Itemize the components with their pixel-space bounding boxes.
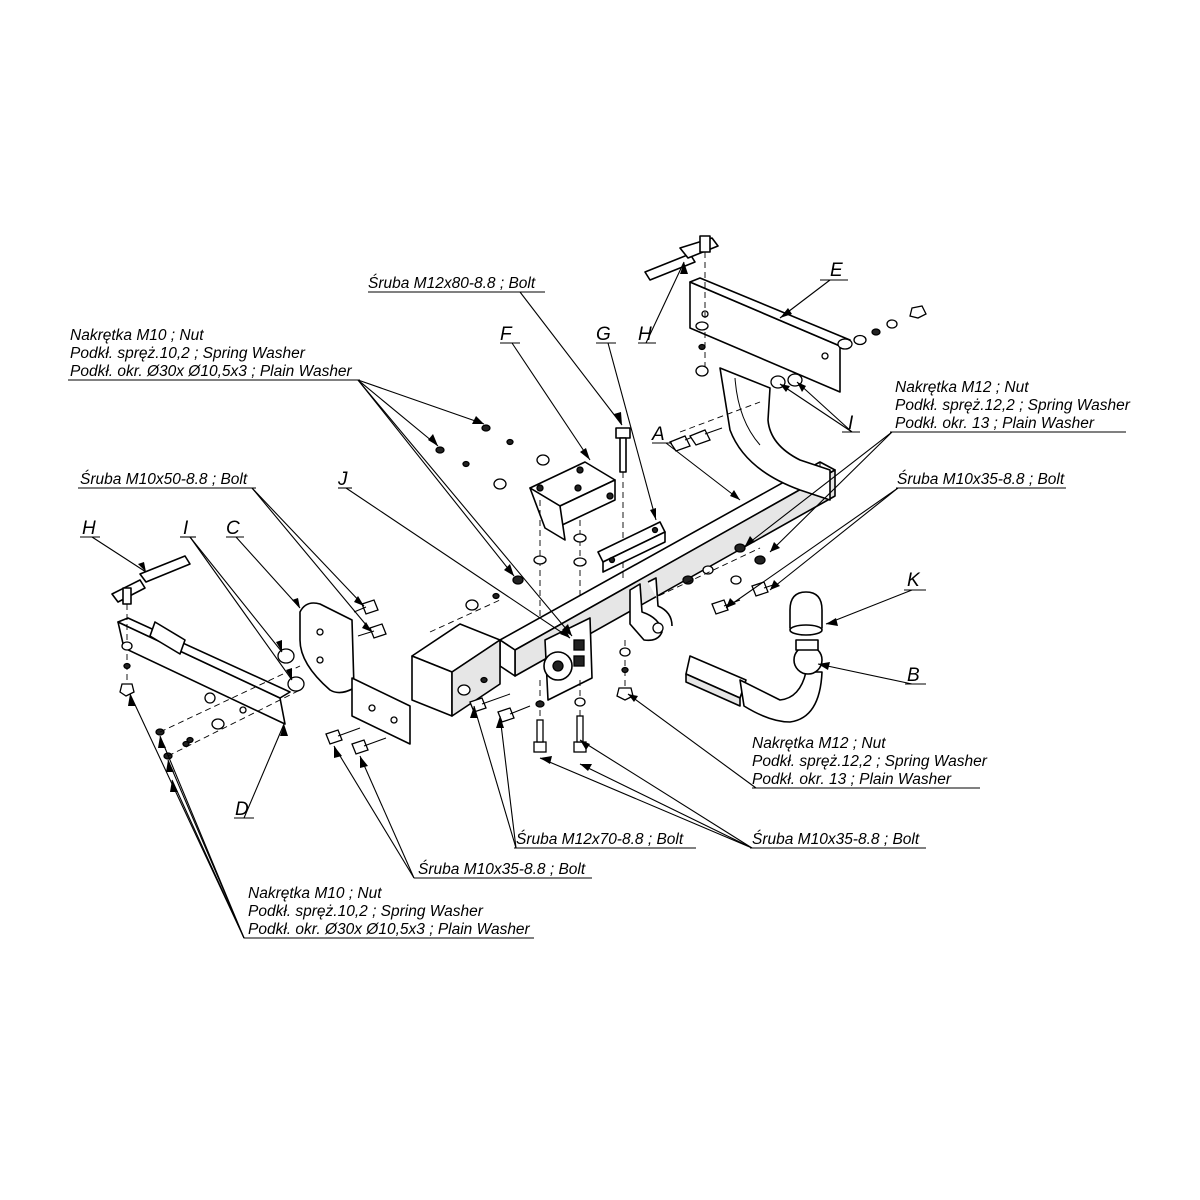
label-nut-m10-bottom-line3: Podkł. okr. Ø30x Ø10,5x3 ; Plain Washer <box>248 921 531 938</box>
part-j-mount <box>539 617 593 740</box>
label-nut-m12-right-line2: Podkł. spręż.12,2 ; Spring Washer <box>895 397 1131 414</box>
leader-lines <box>68 261 1126 939</box>
part-letter-i-right: I <box>848 413 854 434</box>
part-letter-f: F <box>500 324 513 345</box>
part-letter-g: G <box>596 324 611 345</box>
label-bolt-m10x50: Śruba M10x50-8.8 ; Bolt <box>80 470 248 488</box>
part-letter-b: B <box>907 665 920 686</box>
bolts-m10x35-lower-left <box>325 727 387 755</box>
label-bolt-m10x35-right: Śruba M10x35-8.8 ; Bolt <box>897 470 1065 488</box>
callout-labels: Śruba M12x80-8.8 ; Bolt Nakrętka M10 ; N… <box>70 274 1131 938</box>
label-bolt-m10x35-lower-left: Śruba M10x35-8.8 ; Bolt <box>418 860 586 878</box>
part-letter-d: D <box>235 799 249 820</box>
part-letter-i-left: I <box>183 518 189 539</box>
label-nut-m10-top-line2: Podkł. spręż.10,2 ; Spring Washer <box>70 345 306 362</box>
label-nut-m10-bottom-line1: Nakrętka M10 ; Nut <box>248 885 382 902</box>
label-nut-m12-right-line3: Podkł. okr. 13 ; Plain Washer <box>895 415 1095 432</box>
arrowheads <box>128 262 838 792</box>
label-bolt-m12x80: Śruba M12x80-8.8 ; Bolt <box>368 274 536 292</box>
label-bolt-m10x35-lower-right: Śruba M10x35-8.8 ; Bolt <box>752 830 920 848</box>
label-nut-m12-lower-line3: Podkł. okr. 13 ; Plain Washer <box>752 771 952 788</box>
part-letter-h-top: H <box>638 324 652 345</box>
part-g-plate <box>597 521 666 573</box>
part-k-ball-cover <box>789 591 823 636</box>
bolts-m12x70 <box>457 676 531 723</box>
part-letter-k: K <box>907 570 921 591</box>
part-e-plate <box>689 277 851 393</box>
label-nut-m12-right-line1: Nakrętka M12 ; Nut <box>895 379 1029 396</box>
part-d-plate <box>117 617 291 725</box>
lower-hanger-bracket <box>616 577 673 701</box>
part-f-bracket <box>529 461 616 620</box>
washer-chain-top <box>435 424 587 611</box>
right-side-bracket <box>679 367 831 501</box>
part-letter-j: J <box>337 469 348 490</box>
label-nut-m12-lower-line2: Podkł. spręż.12,2 ; Spring Washer <box>752 753 988 770</box>
part-letter-a: A <box>651 424 665 445</box>
bolts-m10x35-lower-center <box>533 697 587 753</box>
drawing <box>111 235 927 760</box>
part-letter-e: E <box>830 260 843 281</box>
washers-left-group <box>119 641 305 760</box>
label-nut-m10-top-line1: Nakrętka M10 ; Nut <box>70 327 204 344</box>
bolts-a-area <box>669 427 723 452</box>
label-nut-m10-bottom-line2: Podkł. spręż.10,2 ; Spring Washer <box>248 903 484 920</box>
part-letter-h-left: H <box>82 518 96 539</box>
label-bolt-m12x70: Śruba M12x70-8.8 ; Bolt <box>516 830 684 848</box>
label-nut-m10-top-line3: Podkł. okr. Ø30x Ø10,5x3 ; Plain Washer <box>70 363 353 380</box>
washers-e-group <box>695 305 927 389</box>
part-b-ball-arm <box>685 639 823 723</box>
part-h-top-clip <box>644 235 719 368</box>
bolts-m10x50 <box>353 599 387 639</box>
part-c-bracket <box>299 602 411 745</box>
label-nut-m12-lower-line1: Nakrętka M12 ; Nut <box>752 735 886 752</box>
crossbar-a <box>429 461 836 677</box>
part-letter-c: C <box>226 518 240 539</box>
receiver-box <box>411 623 501 717</box>
part-letters: A B C D E F G H H I I J K <box>82 260 921 820</box>
